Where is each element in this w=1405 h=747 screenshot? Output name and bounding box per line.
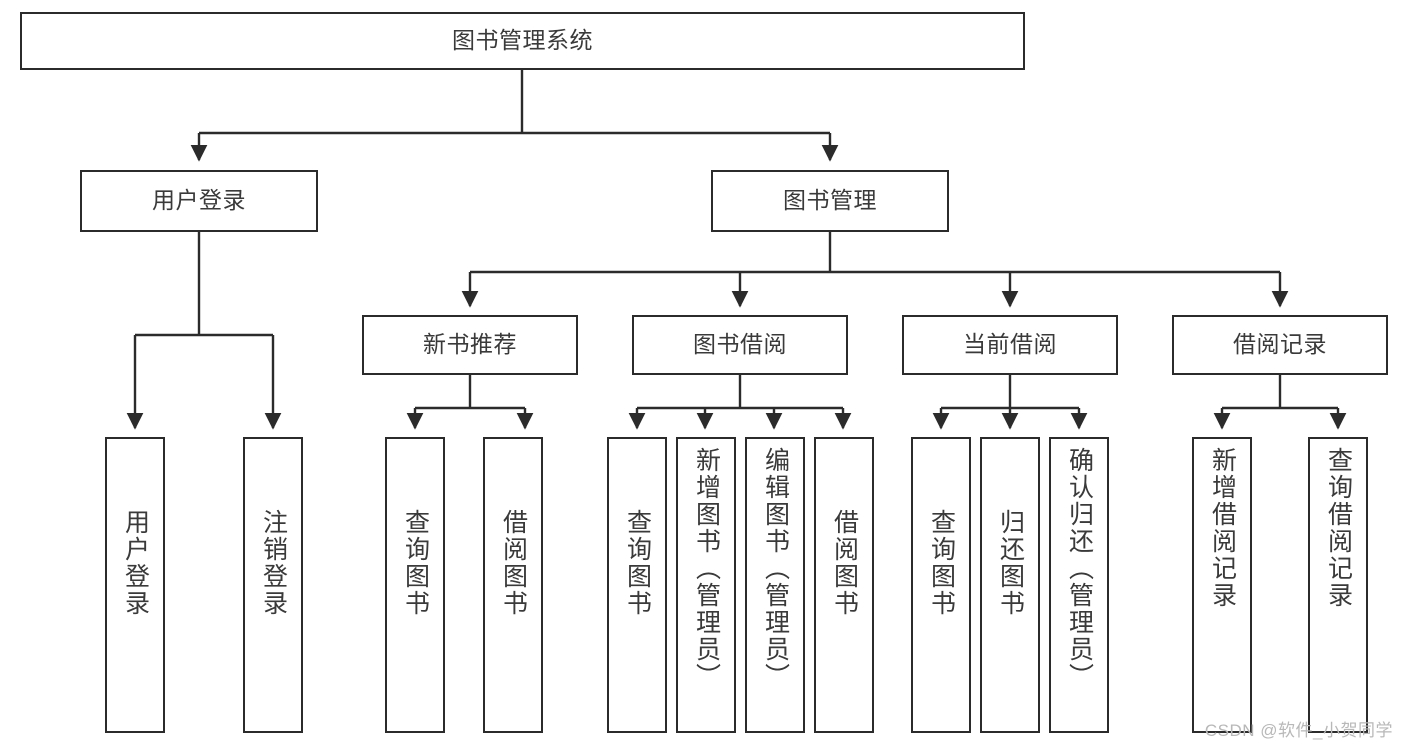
leaf-record-query-record[interactable]: 查询借阅记录 (1308, 437, 1368, 733)
node-label: 注销登录 (259, 509, 288, 617)
node-new-book-recommend[interactable]: 新书推荐 (362, 315, 578, 375)
leaf-borrow-edit-book-admin[interactable]: 编辑图书（管理员） (745, 437, 805, 733)
node-book-management[interactable]: 图书管理 (711, 170, 949, 232)
leaf-borrow-query-book[interactable]: 查询图书 (607, 437, 667, 733)
node-current-borrow[interactable]: 当前借阅 (902, 315, 1118, 375)
node-book-borrow[interactable]: 图书借阅 (632, 315, 848, 375)
node-label: 借阅记录 (1233, 331, 1327, 358)
node-label: 新书推荐 (423, 331, 517, 358)
leaf-recommend-borrow-book[interactable]: 借阅图书 (483, 437, 543, 733)
csdn-watermark: CSDN @软件_小贺同学 (1204, 721, 1393, 740)
node-label: 图书借阅 (693, 331, 787, 358)
node-user-login[interactable]: 用户登录 (80, 170, 318, 232)
node-label: 新增借阅记录 (1208, 447, 1237, 609)
node-borrow-record[interactable]: 借阅记录 (1172, 315, 1388, 375)
node-label: 用户登录 (121, 509, 150, 617)
node-label: 确认归还（管理员） (1065, 447, 1094, 690)
node-label: 图书管理 (783, 187, 877, 214)
leaf-current-confirm-return-admin[interactable]: 确认归还（管理员） (1049, 437, 1109, 733)
node-label: 查询图书 (927, 509, 956, 617)
leaf-recommend-query-book[interactable]: 查询图书 (385, 437, 445, 733)
leaf-borrow-borrow-book[interactable]: 借阅图书 (814, 437, 874, 733)
node-label: 查询图书 (623, 509, 652, 617)
node-label: 借阅图书 (499, 509, 528, 617)
leaf-record-add-record[interactable]: 新增借阅记录 (1192, 437, 1252, 733)
node-label: 借阅图书 (830, 509, 859, 617)
node-label: 新增图书（管理员） (692, 447, 721, 690)
leaf-current-return-book[interactable]: 归还图书 (980, 437, 1040, 733)
node-label: 查询借阅记录 (1324, 447, 1353, 609)
node-label: 编辑图书（管理员） (761, 447, 790, 690)
node-label: 图书管理系统 (452, 27, 593, 54)
leaf-current-query-book[interactable]: 查询图书 (911, 437, 971, 733)
node-label: 查询图书 (401, 509, 430, 617)
leaf-borrow-add-book-admin[interactable]: 新增图书（管理员） (676, 437, 736, 733)
leaf-user-login-login[interactable]: 用户登录 (105, 437, 165, 733)
leaf-user-login-logout[interactable]: 注销登录 (243, 437, 303, 733)
node-label: 当前借阅 (963, 331, 1057, 358)
node-label: 归还图书 (996, 509, 1025, 617)
node-root-system[interactable]: 图书管理系统 (20, 12, 1025, 70)
node-label: 用户登录 (152, 187, 246, 214)
